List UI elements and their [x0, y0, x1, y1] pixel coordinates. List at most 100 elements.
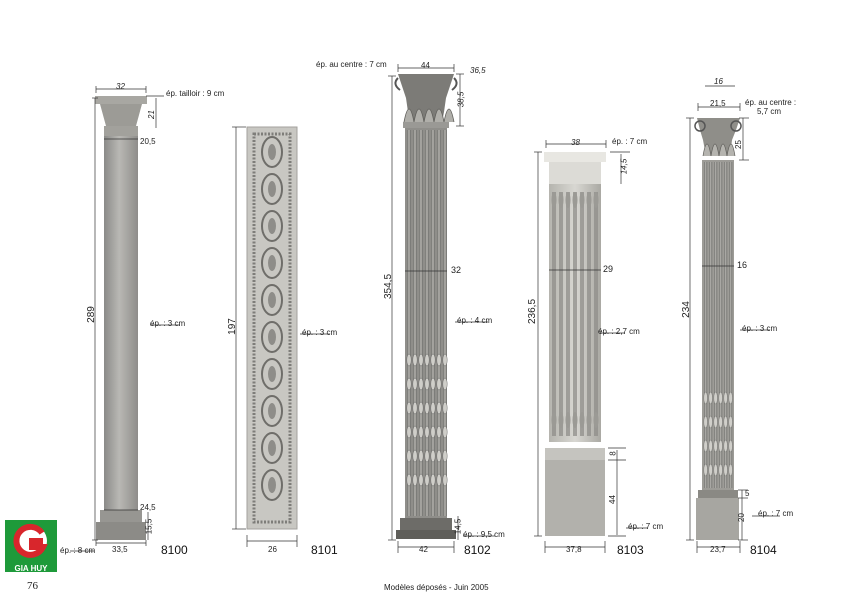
- panel-leaf-center: [268, 403, 276, 419]
- dim-8104-ep-center-value: 5,7 cm: [757, 107, 782, 116]
- flute: [425, 130, 429, 516]
- flute-leaf: [723, 415, 728, 429]
- flute-leaf: [430, 353, 436, 367]
- flute-leaf: [424, 377, 430, 391]
- flute-leaf: [551, 192, 557, 208]
- flute-leaf: [728, 463, 733, 477]
- dim-8100-ep-middle: ép. : 3 cm: [150, 319, 186, 328]
- dim-8102-ep-center-label: ép. au centre : 7 cm: [316, 60, 387, 69]
- flute-leaf: [412, 377, 418, 391]
- dim-8104-base-width: 23,7: [710, 545, 726, 554]
- panel-leaf-ring: [261, 469, 283, 501]
- flute: [419, 130, 423, 516]
- column-8103-band: [545, 448, 605, 460]
- column-8103-base: [545, 460, 605, 536]
- dim-8104-ep-middle: ép. : 3 cm: [742, 324, 778, 333]
- flute-leaf: [713, 439, 718, 453]
- flute-leaf: [558, 192, 564, 208]
- dim-8103-ep-top: ép. : 7 cm: [612, 137, 648, 146]
- column-8102-base: [400, 518, 452, 530]
- flute-leaf: [728, 415, 733, 429]
- flute-leaf: [558, 412, 564, 428]
- panel-leaf-center: [268, 329, 276, 345]
- flute-leaf: [430, 377, 436, 391]
- flute-leaf: [713, 415, 718, 429]
- panel-leaf-center: [268, 218, 276, 234]
- panel-leaf-center: [268, 366, 276, 382]
- flute-leaf: [430, 401, 436, 415]
- dim-8104-top-width: 16: [714, 77, 723, 86]
- flute-leaf: [565, 412, 571, 428]
- panel-leaf-center: [268, 144, 276, 160]
- flute-leaf: [708, 463, 713, 477]
- flute: [719, 162, 723, 488]
- column-8101-inner-border: [252, 132, 292, 524]
- capital-volute: [730, 120, 742, 132]
- column-8104-shaft: [702, 160, 734, 490]
- dim-8100-base-width: 33,5: [112, 545, 128, 554]
- panel-leaf-ring: [261, 173, 283, 205]
- column-8103: [544, 152, 606, 536]
- dim-8102-height: 354,5: [383, 273, 395, 300]
- flute: [573, 192, 577, 436]
- flute: [431, 130, 435, 516]
- dim-8103-ep-middle: ép. : 2,7 cm: [598, 327, 640, 336]
- flute: [729, 162, 733, 488]
- dim-8101-width: 26: [268, 545, 277, 554]
- flute-leaf: [418, 449, 424, 463]
- flute-leaf: [718, 439, 723, 453]
- column-8100-echinus: [100, 104, 142, 126]
- flute-leaf: [418, 401, 424, 415]
- flute-leaf: [442, 401, 448, 415]
- dim-8103-base-height: 44: [607, 495, 617, 504]
- flute: [704, 162, 708, 488]
- column-8104-base: [696, 498, 739, 540]
- column-8100-abacus: [95, 96, 147, 104]
- flute-leaf: [572, 192, 578, 208]
- flute-leaf: [703, 463, 708, 477]
- column-8102-plinth: [396, 530, 456, 539]
- dim-8103-height: 236,5: [527, 298, 539, 325]
- flute-leaf: [579, 192, 585, 208]
- dim-8102-base-width: 42: [419, 545, 428, 554]
- column-8102: [394, 74, 458, 539]
- capital-leaf: [702, 143, 712, 157]
- column-8104-flutes: [703, 162, 733, 488]
- flute-leaf: [442, 473, 448, 487]
- flute-leaf: [424, 449, 430, 463]
- capital-leaf: [718, 143, 728, 157]
- footer-note: Modèles déposés - Juin 2005: [384, 583, 489, 592]
- flute: [587, 192, 591, 436]
- flute-leaf: [418, 353, 424, 367]
- flute-leaf: [703, 415, 708, 429]
- dim-8103-band: 8: [608, 451, 618, 456]
- capital-leaf: [710, 143, 720, 157]
- flute-leaf: [436, 449, 442, 463]
- dim-8100-height: 289: [85, 306, 97, 323]
- flute-leaf: [406, 449, 412, 463]
- dim-8104-base-height: 20: [736, 513, 746, 522]
- panel-leaf-ring: [261, 247, 283, 279]
- column-8102-flutes: [406, 130, 448, 516]
- flute-leaf: [708, 391, 713, 405]
- model-number-8101: 8101: [311, 543, 338, 557]
- flute-leaf: [418, 425, 424, 439]
- panel-leaf-ring: [261, 284, 283, 316]
- panel-leaf-ring: [261, 395, 283, 427]
- dim-8104-height: 234: [680, 301, 692, 318]
- flute-leaf: [586, 192, 592, 208]
- column-8102-capital-leaves: [394, 77, 458, 123]
- column-8103-capital: [544, 152, 606, 162]
- flute-leaf: [424, 401, 430, 415]
- column-8100-shaft: [104, 136, 138, 510]
- flute: [413, 130, 417, 516]
- flute-leaf: [412, 401, 418, 415]
- model-number-8103: 8103: [617, 543, 644, 557]
- column-8100-plinth: [96, 522, 146, 540]
- flute: [552, 192, 556, 436]
- flute-leaf: [436, 473, 442, 487]
- flute: [709, 162, 713, 488]
- dim-8101-height: 197: [226, 318, 238, 335]
- column-8100-base-torus: [100, 510, 142, 522]
- column-8102-capital-base: [403, 122, 449, 128]
